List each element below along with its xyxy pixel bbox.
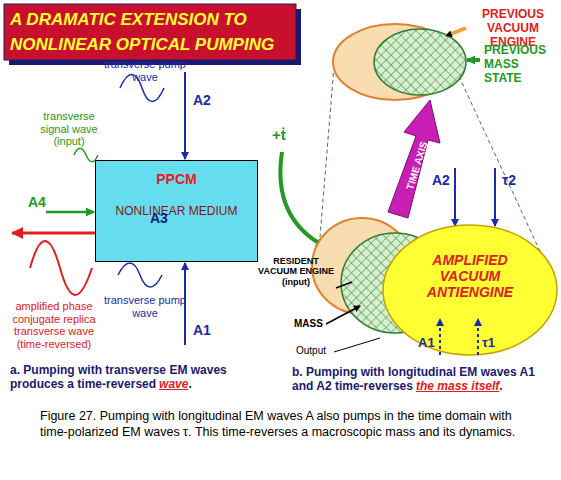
signal-label: transverse signal wave (input): [30, 110, 108, 148]
wave-symbol: τ2: [502, 172, 516, 188]
pump-label: transverse pump wave: [100, 294, 190, 319]
box-body: NONLINEAR MEDIUM: [96, 205, 257, 219]
output-label: Output: [296, 345, 326, 357]
emphasis-word: the mass itself: [416, 379, 499, 393]
wave-symbol: A1: [193, 322, 211, 338]
wave-symbol: A3: [150, 210, 168, 226]
ellipse-text: AMPLIFIED VACUUM ANTIENGINE: [410, 252, 530, 300]
caption-text: .: [188, 377, 191, 391]
previous-mass-label: PREVIOUS MASS STATE: [484, 44, 556, 85]
wave-symbol: A1: [418, 336, 435, 351]
resident-engine-label: RESIDENT VACUUM ENGINE (input): [256, 256, 336, 287]
panel-caption: b. Pumping with longitudinal EM waves A1…: [292, 366, 558, 394]
emphasis-word: wave: [159, 377, 188, 391]
box-heading: PPCM: [96, 171, 257, 187]
medium-box: PPCM NONLINEAR MEDIUM: [95, 160, 258, 262]
caption-text: a. Pumping with transverse EM waves prod…: [10, 363, 227, 391]
conjugate-label: amplified phase conjugate replica transv…: [2, 300, 106, 351]
mass-label: MASS: [294, 318, 323, 330]
figure-caption: Figure 27. Pumping with longitudinal EM …: [40, 408, 540, 441]
wave-symbol: A4: [28, 194, 46, 210]
pump-label: transverse pump wave: [100, 58, 190, 83]
panel-caption: a. Pumping with transverse EM waves prod…: [10, 364, 280, 392]
wave-symbol: A2: [193, 92, 211, 108]
caption-text: .: [499, 379, 502, 393]
title: A DRAMATIC EXTENSION TO NONLINEAR OPTICA…: [10, 8, 292, 57]
time-rate-label: +ṫ: [272, 126, 286, 143]
wave-symbol: A2: [432, 172, 450, 188]
antiengine-ellipse: AMPLIFIED VACUUM ANTIENGINE: [382, 224, 558, 356]
wave-symbol: τ1: [482, 336, 495, 351]
